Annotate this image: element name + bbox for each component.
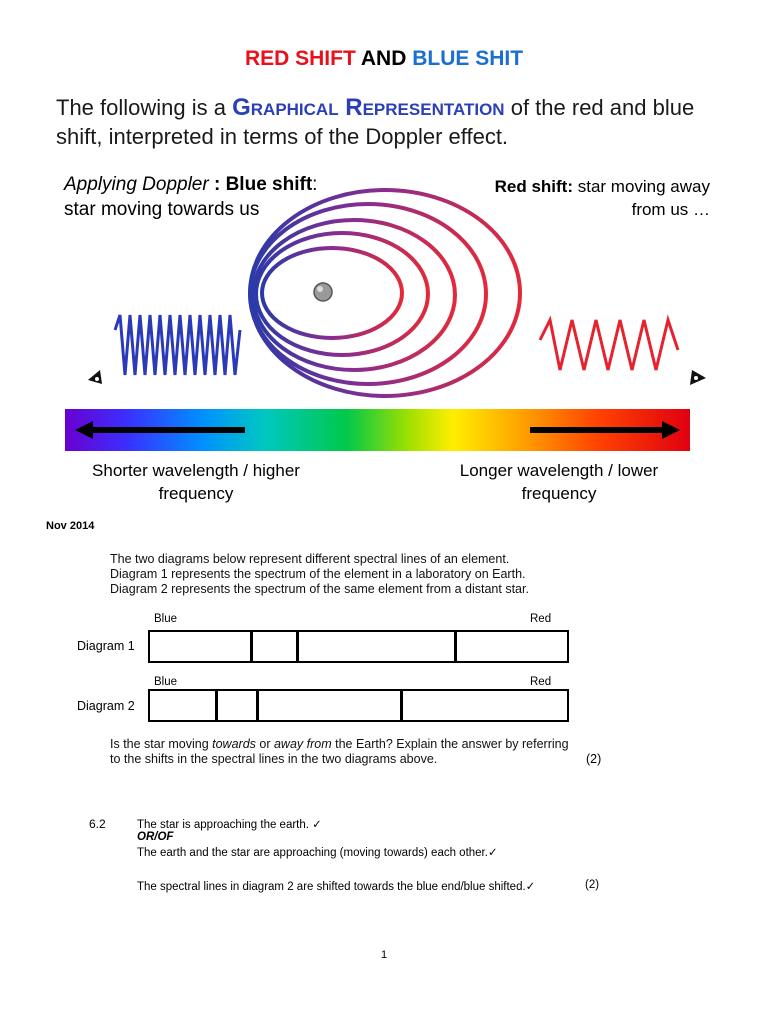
diagram2-red-label: Red xyxy=(530,676,552,688)
eye-icon-left xyxy=(88,370,102,384)
blue-wave xyxy=(113,314,242,376)
blue-shift-caption: Applying Doppler : Blue shift: star movi… xyxy=(64,174,318,220)
eye-icon-right xyxy=(690,370,706,385)
longer-wavelength-label: Longer wavelength / lower frequency xyxy=(459,461,659,503)
red-shift-caption: Red shift: star moving away from us … xyxy=(494,177,710,219)
page-title: RED SHIFT AND BLUE SHIT xyxy=(244,47,524,70)
question-marks: (2) xyxy=(586,752,602,766)
spectral-line xyxy=(295,632,299,661)
answer-marks: (2) xyxy=(585,879,600,891)
exam-date: Nov 2014 xyxy=(46,520,95,532)
question-text: The two diagrams below represent differe… xyxy=(110,552,570,597)
left-arrow-icon xyxy=(75,421,245,439)
right-arrow-icon xyxy=(530,421,680,439)
graphical-representation-text: Graphical Representation xyxy=(232,94,505,121)
diagram1-label: Diagram 1 xyxy=(77,639,135,653)
diagram1-spectrum xyxy=(148,630,569,663)
intro-paragraph: The following is a Graphical Representat… xyxy=(56,94,695,149)
diagram1-blue-label: Blue xyxy=(154,613,178,625)
answer-or: OR/OF xyxy=(137,831,174,843)
red-wave xyxy=(538,314,680,371)
answer-line: The spectral lines in diagram 2 are shif… xyxy=(137,881,536,893)
wavefront-rings xyxy=(248,188,522,398)
diagram2-label: Diagram 2 xyxy=(77,699,135,713)
question-prompt: Is the star moving towards or away from … xyxy=(110,737,569,766)
answer-line: The star is approaching the earth. ✓ xyxy=(137,819,322,831)
spectral-line xyxy=(256,691,260,720)
spectrum-bar xyxy=(65,409,690,451)
question-line: Diagram 1 represents the spectrum of the… xyxy=(110,567,526,581)
shorter-wavelength-label: Shorter wavelength / higher frequency xyxy=(92,461,300,503)
diagram1-red-label: Red xyxy=(530,613,552,625)
doppler-figure xyxy=(88,188,706,398)
spectral-line xyxy=(214,691,218,720)
question-line: Diagram 2 represents the spectrum of the… xyxy=(110,582,529,596)
answer-number: 6.2 xyxy=(89,817,106,831)
answer-line: The earth and the star are approaching (… xyxy=(137,847,498,859)
diagram2-spectrum xyxy=(148,689,569,722)
question-line: The two diagrams below represent differe… xyxy=(110,552,510,566)
spectral-line xyxy=(454,632,458,661)
page-number: 1 xyxy=(380,949,388,961)
diagram2-blue-label: Blue xyxy=(154,676,178,688)
spectral-line xyxy=(250,632,254,661)
star-icon xyxy=(313,282,333,302)
spectral-line xyxy=(400,691,404,720)
